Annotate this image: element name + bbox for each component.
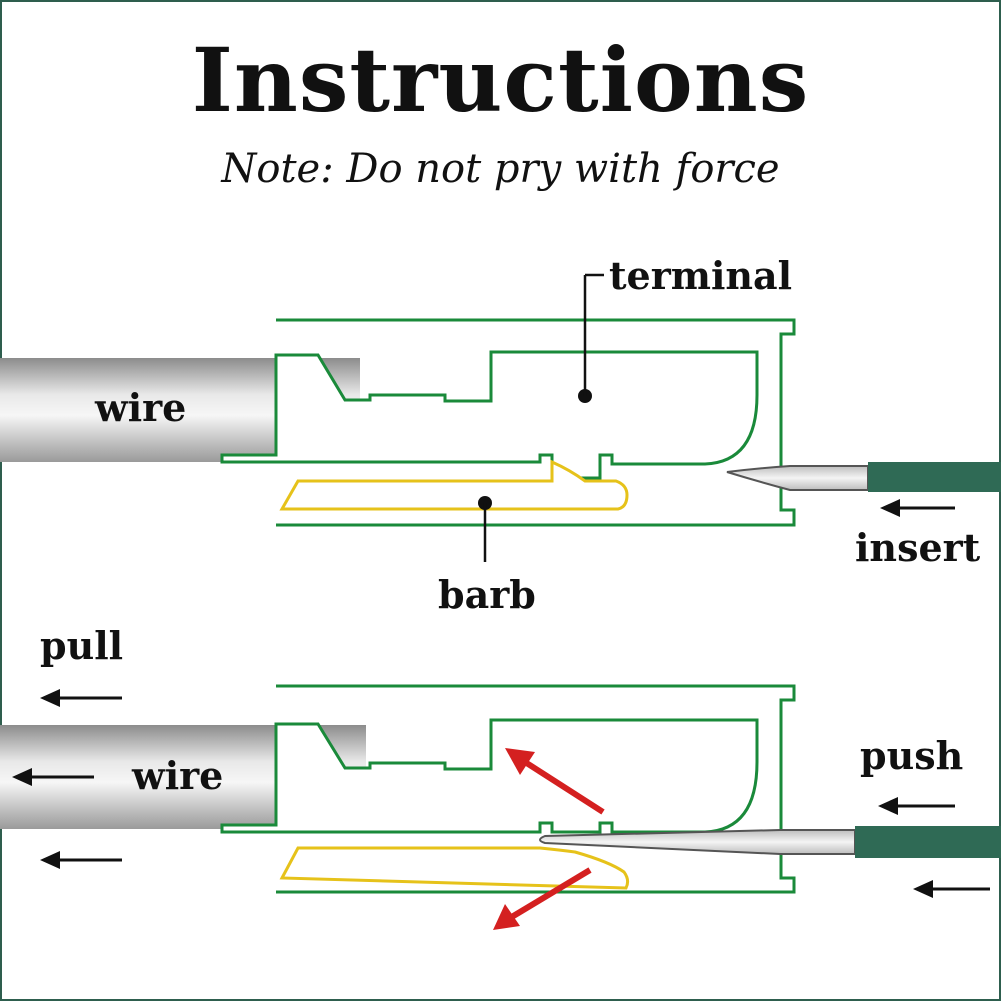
- barb-bottom: [279, 846, 630, 890]
- terminal-bottom: [220, 718, 759, 834]
- note-text: Note: Do not pry with force: [221, 146, 780, 192]
- push-label: push: [860, 733, 964, 778]
- diagram-top: [0, 273, 1001, 562]
- arrow-left-icon: [878, 797, 955, 815]
- page-title: Instructions: [191, 28, 810, 132]
- insert-label: insert: [855, 525, 981, 570]
- barb-top: [279, 459, 629, 511]
- removal-tool-pin-top: [726, 465, 869, 491]
- wire-label-top: wire: [95, 385, 187, 430]
- arrow-left-icon: [880, 499, 955, 517]
- removal-tool-handle-bottom: [855, 826, 1001, 858]
- diagram-bottom: [0, 684, 1001, 930]
- arrow-left-icon: [12, 768, 94, 786]
- red-arrow-icon: [493, 867, 592, 930]
- removal-tool-pin-bottom: [539, 829, 856, 855]
- barb-label: barb: [438, 572, 536, 617]
- red-arrow-icon: [505, 748, 605, 815]
- housing-bottom: [276, 684, 796, 894]
- arrow-left-icon: [40, 851, 122, 869]
- arrow-left-icon: [913, 880, 990, 898]
- pull-label: pull: [40, 623, 124, 668]
- terminal-top: [220, 350, 759, 480]
- wire-label-bottom: wire: [132, 753, 224, 798]
- housing-top: [276, 318, 796, 527]
- removal-tool-handle-top: [868, 462, 1001, 492]
- terminal-label: terminal: [609, 253, 793, 298]
- arrow-left-icon: [40, 689, 122, 707]
